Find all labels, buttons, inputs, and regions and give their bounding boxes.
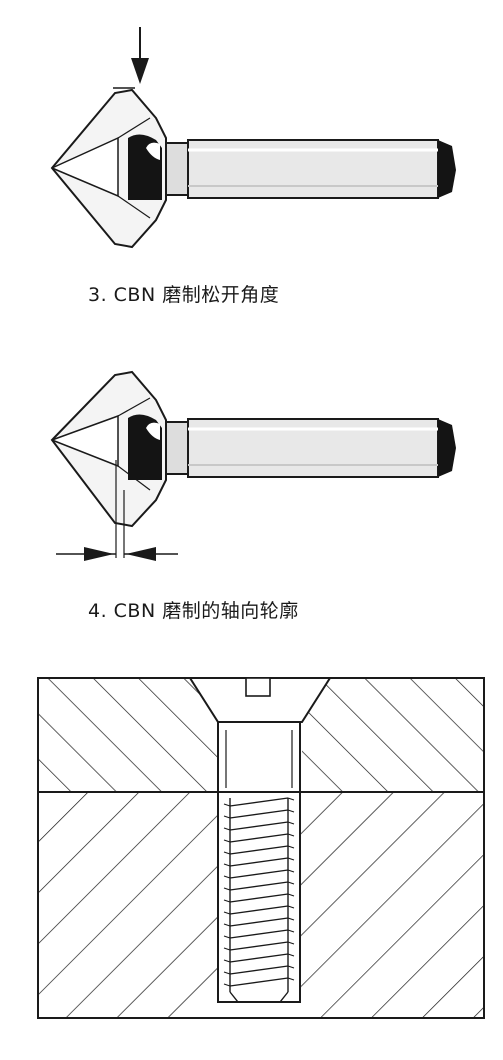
threaded-shank [217, 791, 301, 1003]
tool-head [50, 88, 167, 249]
tool-head [50, 370, 167, 528]
screw-head [188, 677, 332, 793]
tool-neck [165, 142, 189, 196]
tool-shank [187, 418, 456, 478]
down-arrow-icon [113, 27, 149, 89]
countersunk-screw-section [37, 677, 485, 1019]
caption-figure-4: 4. CBN 磨制的轴向轮廓 [88, 600, 299, 622]
left-arrow-icon [126, 547, 156, 561]
caption-figure-3: 3. CBN 磨制松开角度 [88, 284, 280, 306]
tool-shank [187, 139, 456, 199]
axial-dimension-marker [56, 460, 178, 561]
tool-neck [165, 421, 189, 475]
figure-3-cbn-relief-angle: 3. CBN 磨制松开角度 [0, 0, 503, 306]
figure-cross-section [0, 676, 503, 1030]
right-arrow-icon [84, 547, 114, 561]
top-plate-section [38, 678, 484, 792]
countersink-tool-drawing-3 [50, 27, 456, 249]
bottom-plate-section [38, 792, 484, 1018]
figure-4-cbn-axial-profile: 4. CBN 磨制的轴向轮廓 [0, 360, 503, 650]
countersink-tool-drawing-4 [50, 370, 456, 561]
screw-slot [245, 677, 271, 697]
